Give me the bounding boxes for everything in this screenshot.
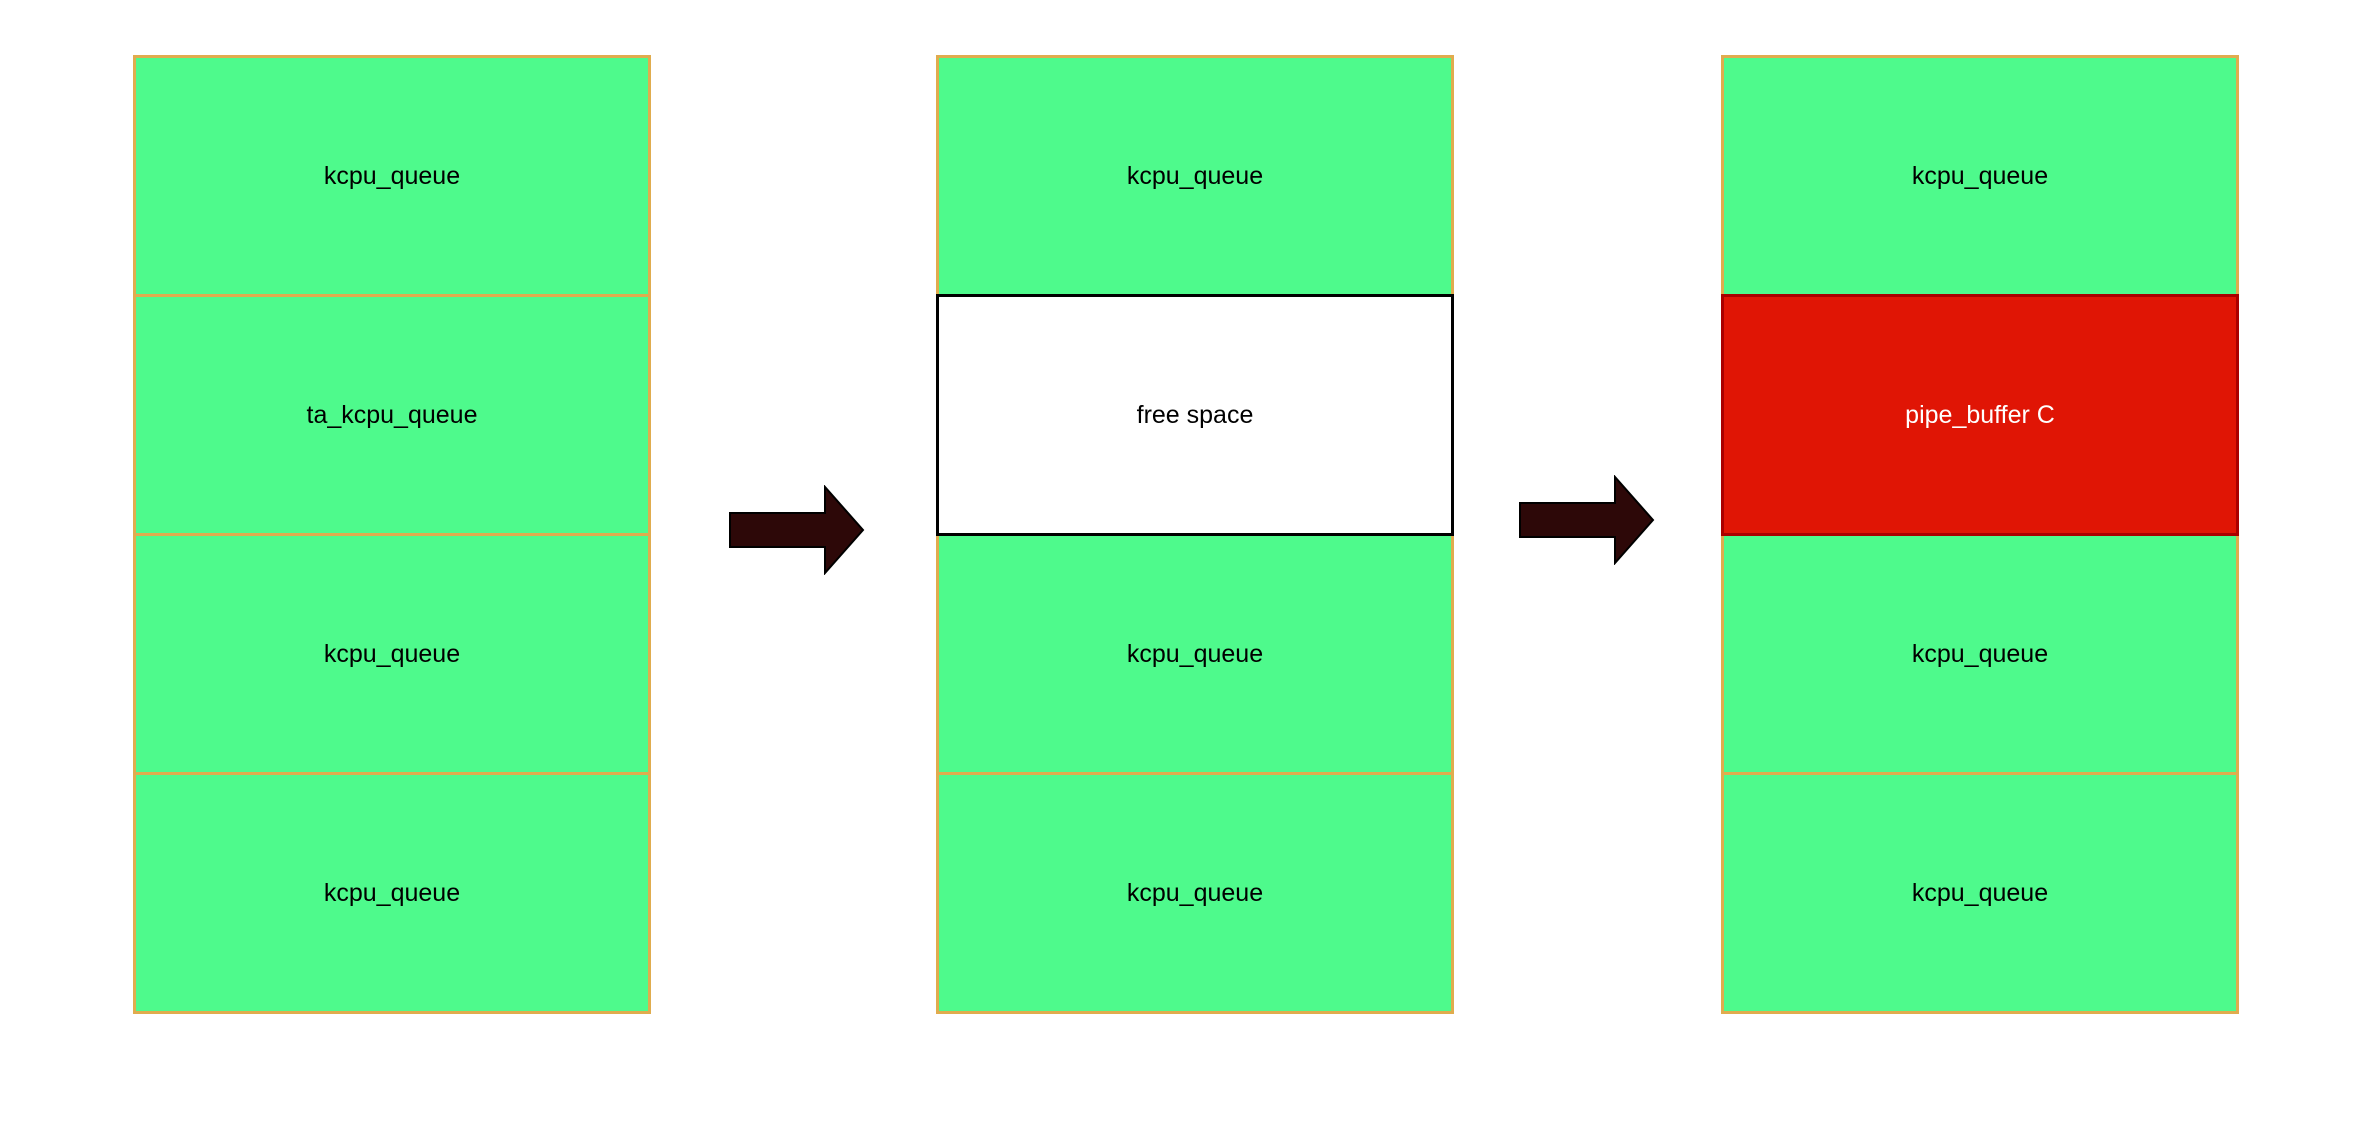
right-arrow-shape <box>729 485 865 575</box>
right-arrow-icon <box>729 485 865 575</box>
cell-kcpu-queue: kcpu_queue <box>133 772 651 1014</box>
cell-kcpu-queue: kcpu_queue <box>133 533 651 775</box>
cell-kcpu-queue: kcpu_queue <box>936 772 1454 1014</box>
cell-kcpu-queue: kcpu_queue <box>133 55 651 297</box>
cell-kcpu-queue: kcpu_queue <box>1721 55 2239 297</box>
memory-column-after-reallocation: kcpu_queue pipe_buffer C kcpu_queue kcpu… <box>1721 55 2239 1014</box>
memory-column-initial: kcpu_queue ta_kcpu_queue kcpu_queue kcpu… <box>133 55 651 1014</box>
cell-ta-kcpu-queue: ta_kcpu_queue <box>133 294 651 536</box>
cell-kcpu-queue: kcpu_queue <box>1721 772 2239 1014</box>
cell-kcpu-queue: kcpu_queue <box>936 533 1454 775</box>
cell-pipe-buffer-c: pipe_buffer C <box>1721 294 2239 536</box>
right-arrow-shape <box>1519 475 1655 565</box>
memory-column-after-free: kcpu_queue free space kcpu_queue kcpu_qu… <box>936 55 1454 1014</box>
cell-kcpu-queue: kcpu_queue <box>1721 533 2239 775</box>
right-arrow-icon <box>1519 475 1655 565</box>
cell-kcpu-queue: kcpu_queue <box>936 55 1454 297</box>
cell-free-space: free space <box>936 294 1454 536</box>
